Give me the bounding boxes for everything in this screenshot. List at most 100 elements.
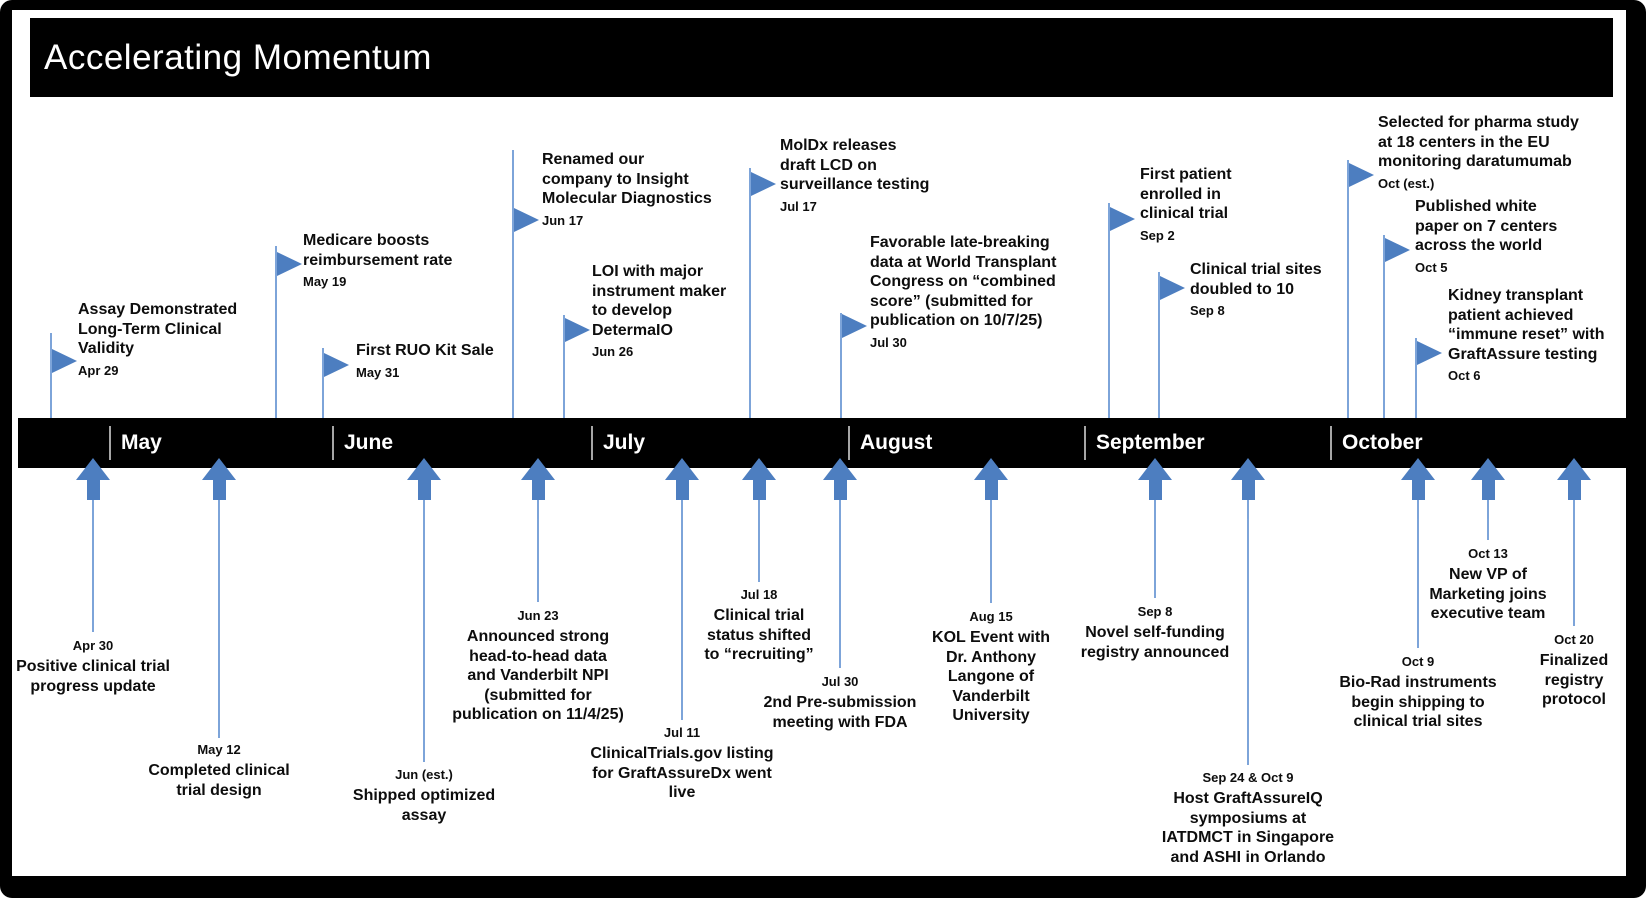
event-date: Aug 15: [969, 609, 1013, 624]
up-arrow-stem: [985, 479, 998, 500]
event-date: May 12: [197, 742, 241, 757]
flag-pole: [1158, 272, 1160, 418]
event-title: Announced strong head-to-head data and V…: [452, 628, 624, 724]
event-date: Jul 18: [740, 587, 778, 602]
event-date: Jun (est.): [395, 767, 453, 782]
month-label: July: [603, 431, 646, 454]
month-tick: [1084, 426, 1086, 460]
flag-pole: [50, 333, 52, 418]
up-arrow-icon: [742, 458, 776, 480]
event-title: KOL Event with Dr. Anthony Langone of Va…: [932, 629, 1050, 725]
connector-line: [681, 498, 683, 720]
month-tick: [1330, 426, 1332, 460]
month-tick: [848, 426, 850, 460]
up-arrow-stem: [418, 479, 431, 500]
up-arrow-icon: [823, 458, 857, 480]
connector-line: [839, 498, 841, 668]
month-label: May: [121, 431, 162, 454]
event-title: ClinicalTrials.gov listing for GraftAssu…: [590, 745, 774, 802]
flag-pole: [322, 348, 324, 418]
event-date: Jul 30: [870, 334, 907, 350]
event-date: Jun 26: [592, 344, 634, 360]
flag-icon: [842, 314, 867, 338]
event-title: Selected for pharma study at 18 centers …: [1378, 114, 1579, 171]
connector-line: [92, 498, 94, 632]
up-arrow-stem: [87, 479, 100, 500]
up-arrow-stem: [1242, 479, 1255, 500]
event-title: Host GraftAssureIQ symposiums at IATDMCT…: [1161, 790, 1335, 866]
event-date: Sep 8: [1137, 604, 1173, 619]
up-arrow-icon: [1231, 458, 1265, 480]
up-arrow-stem: [532, 479, 545, 500]
event-title: Finalized registry protocol: [1539, 652, 1609, 709]
month-label: June: [344, 431, 394, 454]
event-date: Jul 30: [821, 674, 859, 689]
up-arrow-stem: [753, 479, 766, 500]
event-title: Published white paper on 7 centers acros…: [1415, 198, 1558, 255]
flag-icon: [1110, 207, 1135, 231]
event-date: Sep 2: [1140, 227, 1175, 243]
connector-line: [1154, 498, 1156, 598]
event-title: Shipped optimized assay: [352, 787, 496, 824]
flag-icon: [324, 353, 349, 377]
event-title: Positive clinical trial progress update: [16, 658, 170, 695]
up-arrow-icon: [1138, 458, 1172, 480]
flag-pole: [1383, 235, 1385, 418]
event-title: LOI with major instrument maker to devel…: [592, 263, 727, 339]
event-date: Jul 17: [780, 198, 817, 214]
event-date: Oct (est.): [1378, 175, 1435, 191]
month-september: September: [1084, 418, 1205, 468]
month-july: July: [591, 418, 645, 468]
event-date: Oct 6: [1448, 368, 1481, 384]
month-tick: [109, 426, 111, 460]
up-arrow-stem: [1149, 479, 1162, 500]
up-arrow-icon: [665, 458, 699, 480]
event-date: Sep 24 & Oct 9: [1202, 770, 1294, 785]
event-date: Apr 29: [78, 362, 119, 378]
up-arrow-stem: [834, 479, 847, 500]
event-title: Novel self-funding registry announced: [1080, 624, 1230, 661]
up-arrow-icon: [1401, 458, 1435, 480]
up-arrow-stem: [676, 479, 689, 500]
event-title: Medicare boosts reimbursement rate: [303, 232, 453, 269]
connector-line: [1487, 498, 1489, 540]
event-date: Oct 20: [1554, 632, 1594, 647]
connector-line: [537, 498, 539, 602]
event-title: Renamed our company to Insight Molecular…: [542, 151, 712, 208]
up-arrow-icon: [76, 458, 110, 480]
title-bar: Accelerating Momentum: [30, 18, 1613, 97]
event-date: Jul 11: [663, 725, 701, 740]
flag-icon: [751, 172, 776, 196]
up-arrow-icon: [1471, 458, 1505, 480]
connector-line: [423, 498, 425, 762]
event-date: May 19: [303, 274, 347, 290]
up-arrow-icon: [202, 458, 236, 480]
up-arrow-stem: [1412, 479, 1425, 500]
flag-pole: [1108, 203, 1110, 418]
flag-icon: [277, 252, 302, 276]
event-title: Clinical trial sites doubled to 10: [1190, 261, 1322, 298]
month-label: September: [1096, 431, 1205, 454]
event-title: Completed clinical trial design: [148, 762, 290, 799]
event-title: First patient enrolled in clinical trial: [1140, 166, 1232, 223]
month-june: June: [332, 418, 393, 468]
event-date: Oct 9: [1401, 654, 1435, 669]
up-arrow-stem: [213, 479, 226, 500]
connector-line: [1247, 498, 1249, 765]
event-title: Bio-Rad instruments begin shipping to cl…: [1339, 674, 1497, 731]
flag-icon: [1385, 238, 1410, 262]
event-date: Oct 13: [1468, 546, 1508, 561]
connector-line: [990, 498, 992, 603]
event-date: Oct 5: [1415, 259, 1448, 275]
flag-pole: [512, 150, 514, 418]
flag-pole: [1347, 160, 1349, 418]
flag-icon: [1160, 276, 1185, 300]
flag-pole: [840, 313, 842, 418]
connector-line: [1417, 498, 1419, 648]
up-arrow-icon: [1557, 458, 1591, 480]
flag-pole: [749, 168, 751, 418]
event-date: May 31: [356, 364, 400, 380]
flag-pole: [1415, 338, 1417, 418]
up-arrow-icon: [407, 458, 441, 480]
